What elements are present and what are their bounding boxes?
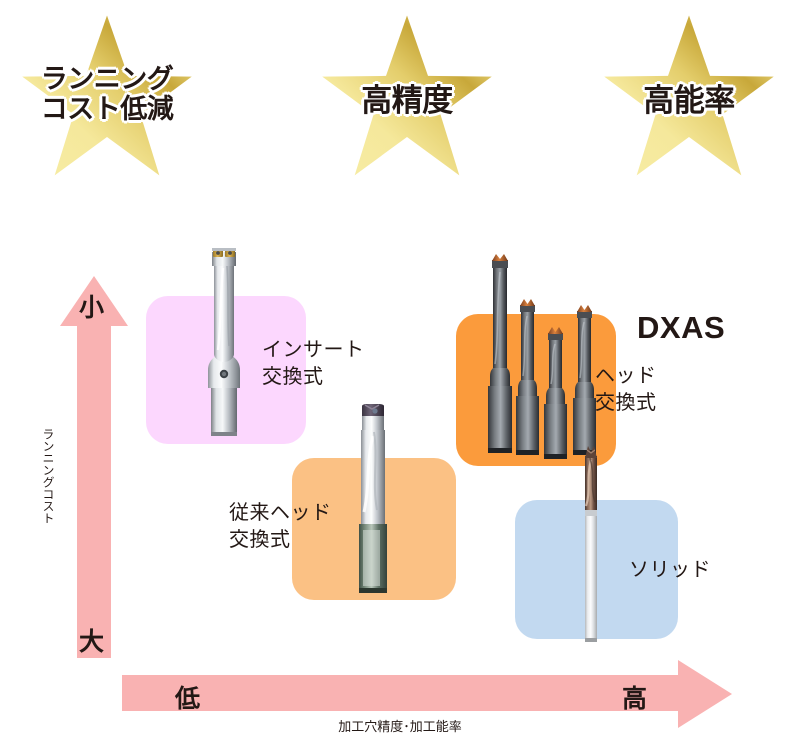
- brand-name-dxas: DXAS: [637, 310, 726, 345]
- category-label-solid: ソリッド: [629, 559, 711, 581]
- star-shape-icon: [604, 15, 774, 176]
- dxas-drill-icon: [544, 327, 567, 459]
- category-label-conventional-head-exchange: 従来ヘッド 交換式: [229, 502, 332, 551]
- vertical-axis-title: ランニングコスト: [41, 428, 55, 524]
- dxas-drill-icon: [516, 299, 539, 455]
- tool-image-dxas-drill-3: [541, 324, 571, 464]
- dxas-drill-icon: [573, 305, 596, 455]
- star-label-accuracy: 高精度: [361, 83, 453, 118]
- tool-image-conventional-head-drill: [348, 400, 398, 596]
- star-badge-accuracy: 高精度 高精度: [318, 12, 496, 190]
- star-badge-efficiency: 高能率 高能率: [600, 12, 778, 190]
- horizontal-axis-cap-right: 高: [622, 685, 648, 713]
- star-shape-icon: [22, 15, 192, 176]
- right-arrow-icon: [122, 660, 732, 728]
- solid-carbide-drill-icon: [584, 446, 597, 642]
- star-label-outline-running-cost: ランニング コスト低減: [40, 64, 174, 125]
- star-label-running-cost: ランニング コスト低減: [40, 64, 174, 125]
- insert-drill-icon: [208, 248, 240, 436]
- dxas-drill-icon: [488, 254, 512, 453]
- tool-image-solid-drill: [577, 440, 605, 646]
- star-label-outline-efficiency: 高能率: [643, 83, 735, 118]
- vertical-axis-cap-bottom: 大: [79, 628, 105, 656]
- vertical-axis-arrow: [58, 276, 130, 663]
- category-label-insert-type: インサート 交換式: [262, 339, 365, 388]
- category-label-head-exchange-dxas: ヘッド 交換式: [595, 365, 657, 414]
- tool-image-insert-type-drill: [196, 246, 252, 438]
- up-arrow-icon: [60, 276, 128, 658]
- star-badge-running-cost: ランニング コスト低減 ランニング コスト低減: [18, 12, 196, 190]
- tool-image-dxas-drill-1: [484, 250, 516, 456]
- star-label-outline-accuracy: 高精度: [361, 83, 453, 118]
- tool-image-dxas-drill-2: [513, 296, 543, 460]
- horizontal-axis-arrow: [122, 658, 734, 735]
- star-shape-icon: [322, 15, 492, 176]
- horizontal-axis-cap-left: 低: [175, 685, 201, 713]
- star-label-efficiency: 高能率: [643, 83, 735, 118]
- vertical-axis-cap-top: 小: [79, 294, 105, 322]
- horizontal-axis-title: 加工穴精度･加工能率: [338, 719, 462, 734]
- tool-image-dxas-drill-4: [570, 302, 600, 460]
- conventional-head-drill-icon: [359, 404, 387, 593]
